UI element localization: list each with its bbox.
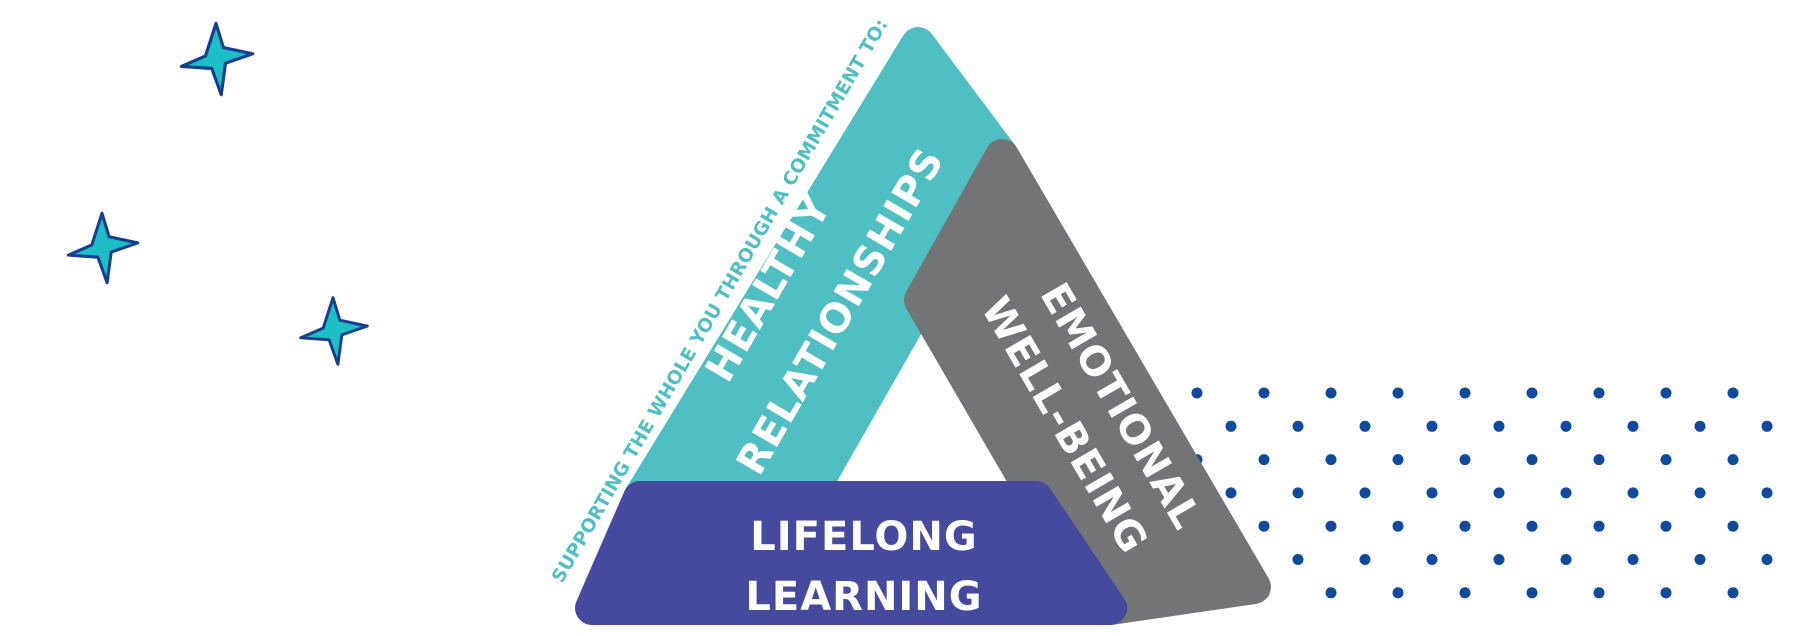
dot [1459,587,1471,599]
dot [1258,454,1270,466]
dot [1727,454,1739,466]
dot [1493,554,1505,565]
dot [1660,587,1672,599]
dot [1694,487,1706,499]
lifelong-learning-label: LIFELONG LEARNING [745,514,982,620]
dot [1392,387,1404,399]
dot [1392,454,1404,466]
dot [1593,587,1605,599]
dot [1526,520,1538,532]
dot [1392,520,1404,532]
decorative-stars [66,21,369,366]
dot [1258,387,1270,399]
dot [1627,487,1639,499]
dot [1459,454,1471,466]
dot [1426,487,1438,499]
star-icon [179,21,255,97]
dot [1593,387,1605,399]
dot [1560,554,1572,565]
dot [1325,520,1337,532]
dot [1560,420,1572,432]
dot [1225,420,1237,432]
star-icon [66,211,140,285]
dot [1292,554,1304,565]
healthy-relationships-segment [623,27,1019,515]
dot [1292,420,1304,432]
dot [1660,454,1672,466]
dot [1292,487,1304,499]
dot [1627,554,1639,565]
dot [1660,520,1672,532]
dot [1761,554,1773,565]
dot [1727,520,1739,532]
dot-grid [1191,387,1773,599]
dot [1593,454,1605,466]
dot [1694,420,1706,432]
dot [1627,420,1639,432]
star-icon [299,296,369,366]
dot [1325,387,1337,399]
dot [1526,587,1538,599]
dot [1694,554,1706,565]
dot [1225,487,1237,499]
dot [1191,387,1203,399]
dot [1392,587,1404,599]
pillar-triangle [575,27,1271,625]
dot [1727,387,1739,399]
dot [1426,554,1438,565]
dot [1359,487,1371,499]
dot [1258,520,1270,532]
dot [1493,487,1505,499]
dot [1459,520,1471,532]
dot [1660,387,1672,399]
dot [1593,520,1605,532]
dot [1325,587,1337,599]
dot [1526,454,1538,466]
dot [1359,554,1371,565]
dot [1459,387,1471,399]
dot [1727,587,1739,599]
dot [1526,387,1538,399]
lifelong-learning-line2: LEARNING [745,574,982,620]
dot [1761,487,1773,499]
dot [1325,454,1337,466]
dot [1359,420,1371,432]
dot [1560,487,1572,499]
dot [1493,420,1505,432]
lifelong-learning-line1: LIFELONG [750,514,977,560]
lifelong-learning-segment [575,481,1127,625]
dot [1761,420,1773,432]
dot [1426,420,1438,432]
